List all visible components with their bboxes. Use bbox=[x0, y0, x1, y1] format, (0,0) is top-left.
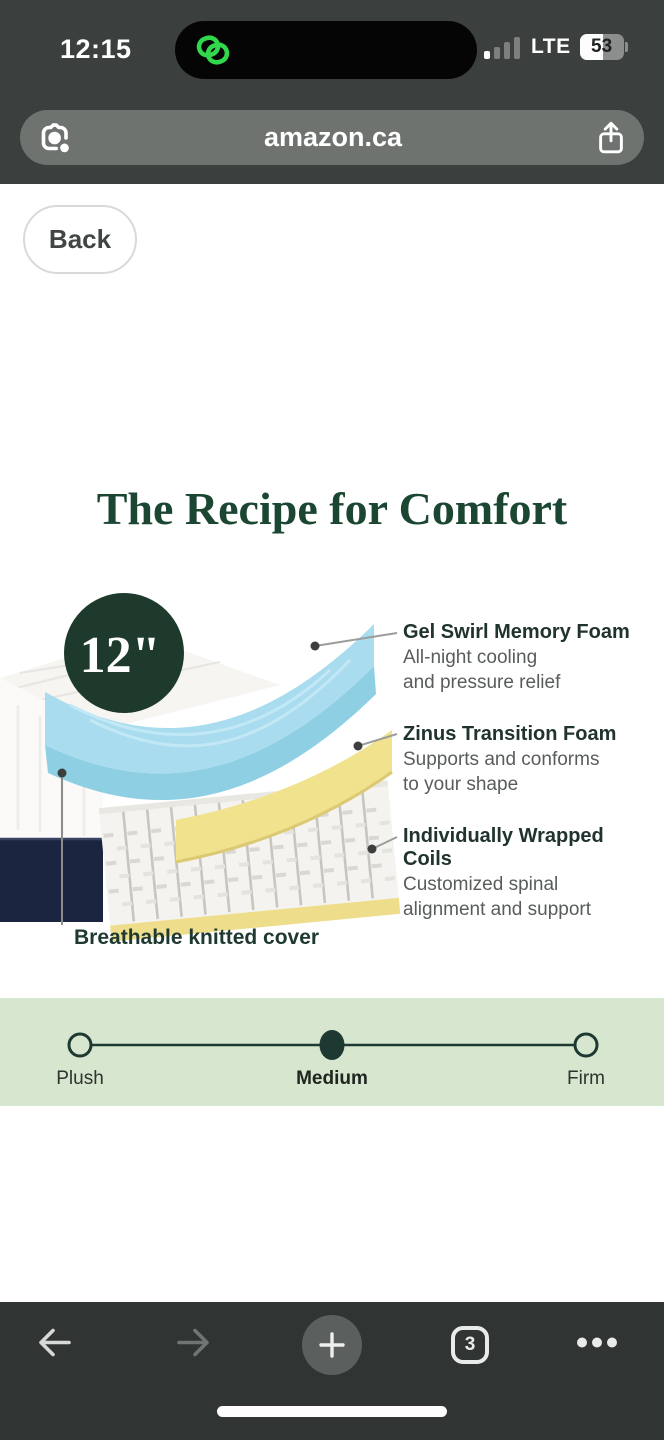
new-tab-button[interactable] bbox=[302, 1315, 362, 1375]
network-type-label: LTE bbox=[531, 35, 571, 58]
back-button[interactable]: Back bbox=[23, 205, 137, 274]
callout-title: Zinus Transition Foam bbox=[403, 723, 617, 745]
scale-label-medium: Medium bbox=[296, 1068, 368, 1089]
tab-switcher-button[interactable]: 3 bbox=[451, 1326, 489, 1364]
coils-layer bbox=[98, 780, 401, 942]
back-arrow-icon bbox=[39, 1328, 71, 1357]
mattress-navy-base bbox=[0, 838, 103, 922]
callout-desc-line: alignment and support bbox=[403, 899, 592, 920]
battery-percent: 53 bbox=[591, 36, 613, 57]
callout-memory-foam: Gel Swirl Memory Foam All-night cooling … bbox=[403, 621, 653, 694]
coils-yellow-base bbox=[110, 897, 401, 942]
share-icon[interactable] bbox=[594, 120, 628, 156]
battery-nub bbox=[624, 42, 628, 52]
browser-top-chrome: 12:15 LTE 53 bbox=[0, 0, 664, 184]
callout-desc-line: All-night cooling bbox=[403, 647, 538, 668]
firmness-scale-track bbox=[67, 1030, 599, 1060]
callout-desc-line: and pressure relief bbox=[403, 672, 561, 693]
memory-foam-front-edge bbox=[45, 666, 376, 801]
callout-transition-foam: Zinus Transition Foam Supports and confo… bbox=[403, 723, 653, 796]
home-indicator[interactable] bbox=[217, 1406, 447, 1417]
callout-desc-line: to your shape bbox=[403, 774, 519, 795]
callout-wrapped-coils: Individually Wrapped Coils Customized sp… bbox=[403, 825, 653, 921]
callout-leader-lines bbox=[57, 632, 398, 925]
callout-knitted-cover: Breathable knitted cover bbox=[74, 926, 320, 949]
nav-forward-button[interactable] bbox=[171, 1323, 215, 1368]
browser-bottom-toolbar: 3 bbox=[0, 1302, 664, 1440]
plus-icon bbox=[319, 1332, 345, 1358]
callout-title: Gel Swirl Memory Foam bbox=[403, 621, 630, 643]
page-title: The Recipe for Comfort bbox=[96, 483, 568, 534]
lens-camera-icon[interactable] bbox=[36, 120, 72, 156]
cellular-signal-icon bbox=[484, 37, 520, 59]
transition-foam-layer bbox=[176, 730, 392, 862]
thickness-badge-circle bbox=[64, 593, 184, 713]
callout-desc-line: Customized spinal bbox=[403, 874, 559, 895]
battery-indicator: 53 bbox=[579, 34, 628, 60]
back-button-label: Back bbox=[48, 224, 112, 254]
battery-fill bbox=[579, 34, 603, 60]
url-text[interactable]: amazon.ca bbox=[263, 122, 403, 152]
forward-arrow-icon bbox=[177, 1328, 209, 1357]
address-bar[interactable]: amazon.ca bbox=[20, 110, 644, 165]
tab-count: 3 bbox=[464, 1334, 476, 1355]
scale-point-plush bbox=[67, 1032, 93, 1058]
callout-desc-line: Supports and conforms bbox=[403, 749, 600, 770]
status-time: 12:15 bbox=[60, 34, 132, 64]
scale-point-firm bbox=[573, 1032, 599, 1058]
callout-title: Individually Wrapped Coils bbox=[403, 825, 604, 870]
ellipsis-icon bbox=[577, 1337, 617, 1348]
link-rings-icon bbox=[196, 35, 230, 65]
mattress-layers-illustration: 12" bbox=[0, 593, 401, 942]
status-icons: LTE 53 bbox=[484, 34, 628, 60]
scale-label-plush: Plush bbox=[56, 1068, 104, 1089]
scale-point-medium-selected bbox=[319, 1030, 345, 1060]
thickness-badge-text: 12" bbox=[80, 627, 161, 684]
battery-body: 53 bbox=[579, 34, 624, 60]
nav-back-button[interactable] bbox=[33, 1323, 77, 1368]
scale-label-firm: Firm bbox=[567, 1068, 605, 1089]
dynamic-island[interactable] bbox=[175, 21, 477, 79]
browser-menu-button[interactable] bbox=[574, 1335, 620, 1356]
firmness-scale: Plush Medium Firm bbox=[0, 998, 664, 1106]
